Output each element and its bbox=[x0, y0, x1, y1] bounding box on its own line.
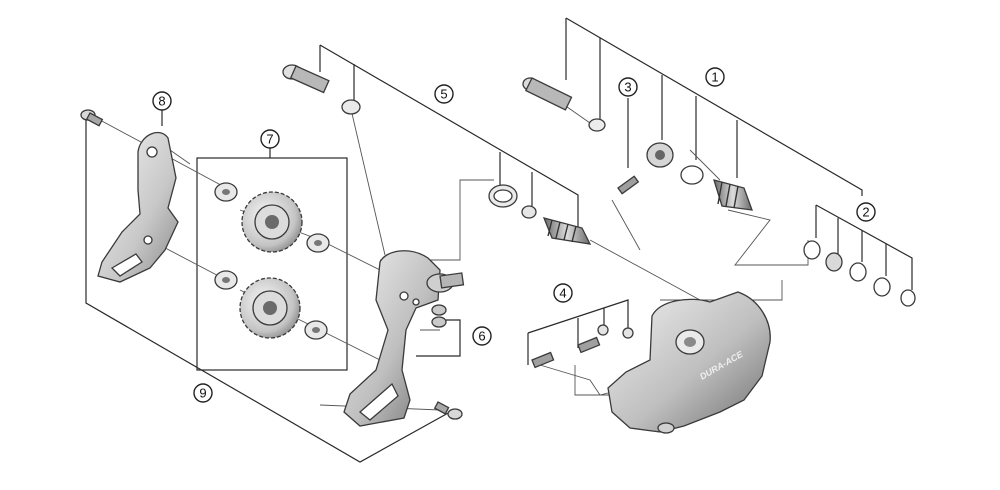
callout-6: 6 bbox=[472, 326, 492, 346]
pulley-screw-part bbox=[433, 401, 463, 420]
callout-3: 3 bbox=[618, 77, 638, 97]
b-axle-washers-part bbox=[803, 240, 916, 307]
inner-plate-part bbox=[97, 132, 179, 283]
main-body-part: DURA-ACE bbox=[607, 291, 771, 434]
p-axle-part bbox=[282, 64, 592, 245]
guide-pulley-part bbox=[214, 182, 330, 253]
callout-label: 9 bbox=[199, 386, 206, 401]
callout-2: 2 bbox=[856, 202, 876, 222]
callout-9: 9 bbox=[193, 383, 213, 403]
callout-label: 1 bbox=[711, 70, 718, 85]
b-axle-part bbox=[522, 77, 753, 211]
stopper-screw-part bbox=[617, 175, 640, 195]
callout-7: 7 bbox=[260, 129, 280, 149]
callout-4: 4 bbox=[553, 283, 573, 303]
callout-label: 6 bbox=[478, 329, 485, 344]
callout-label: 3 bbox=[624, 80, 631, 95]
callout-label: 2 bbox=[862, 205, 869, 220]
callout-1: 1 bbox=[705, 67, 725, 87]
adjust-screws-part bbox=[531, 324, 634, 369]
tension-pulley-part bbox=[214, 270, 328, 340]
leader-lines bbox=[85, 17, 913, 463]
cage-screw-part bbox=[80, 109, 104, 127]
outer-plate-part bbox=[343, 250, 465, 427]
bushing-part bbox=[431, 304, 447, 328]
callout-5: 5 bbox=[434, 84, 454, 104]
callout-label: 7 bbox=[266, 132, 273, 147]
callout-label: 5 bbox=[440, 87, 447, 102]
callout-8: 8 bbox=[152, 91, 172, 111]
callout-label: 4 bbox=[559, 286, 566, 301]
callout-label: 8 bbox=[158, 94, 165, 109]
